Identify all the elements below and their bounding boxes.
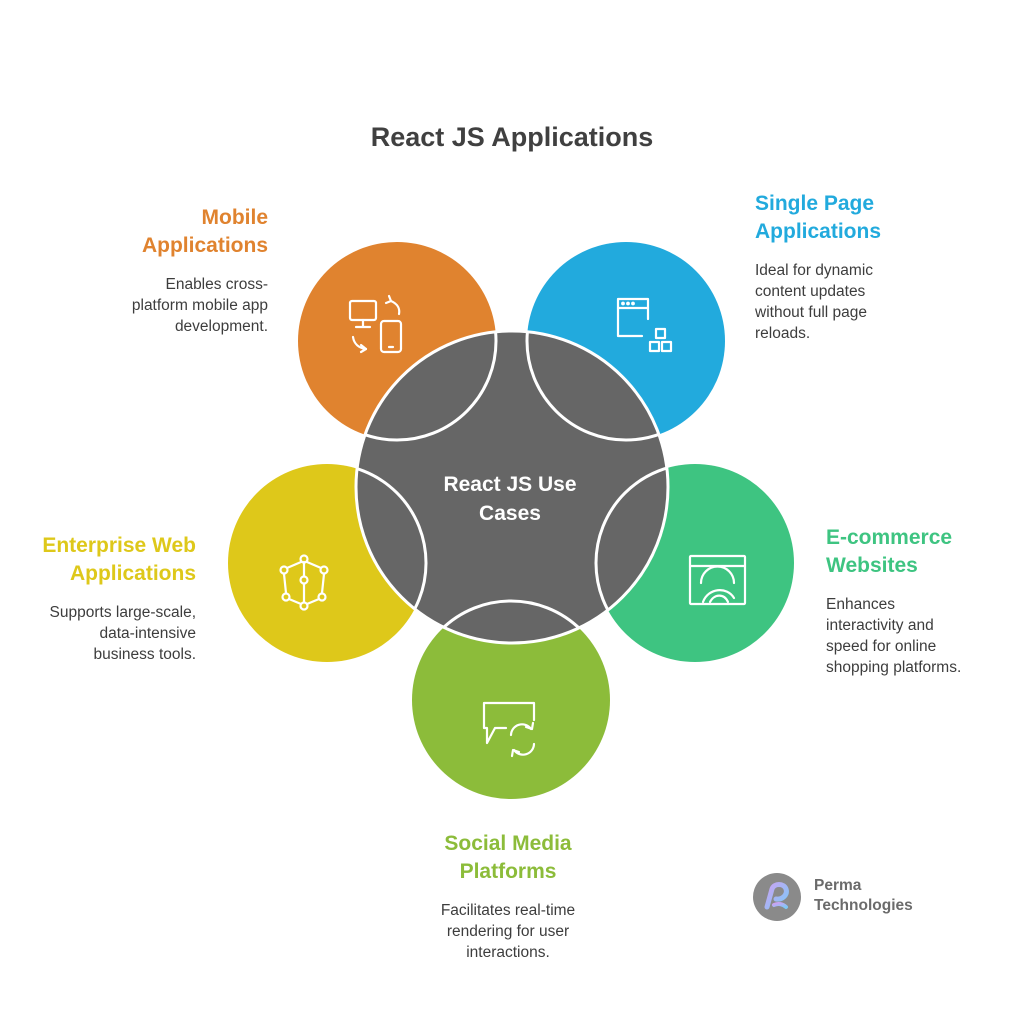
ecommerce-title-line1: E-commerce <box>826 526 953 549</box>
ecommerce-desc-line: interactivity and <box>826 617 934 634</box>
shopping-bag-icon <box>688 554 747 606</box>
logo-text-line1: Perma <box>814 877 862 894</box>
center-circle <box>354 329 670 645</box>
social-desc-line: interactions. <box>466 944 550 961</box>
spa-description: Ideal for dynamic content updates withou… <box>755 260 975 344</box>
enterprise-title-line1: Enterprise Web <box>42 534 196 557</box>
mobile-desc-line: Enables cross- <box>165 276 268 293</box>
spa-title-line1: Single Page <box>755 192 875 215</box>
spa-title-line2: Applications <box>755 220 882 243</box>
mobile-title: Mobile Applications <box>68 204 268 260</box>
social-title-line2: Platforms <box>459 860 557 883</box>
ecommerce-desc-line: shopping platforms. <box>826 659 962 676</box>
spa-desc-line: Ideal for dynamic <box>755 262 874 279</box>
spa-desc-line: reloads. <box>755 325 811 342</box>
spa-title: Single Page Applications <box>755 190 975 246</box>
ecommerce-desc-line: speed for online <box>826 638 937 655</box>
spa-desc-line: without full page <box>755 304 868 321</box>
social-description: Facilitates real-time rendering for user… <box>388 900 628 963</box>
social-title: Social Media Platforms <box>388 830 628 886</box>
enterprise-desc-line: business tools. <box>93 646 196 663</box>
mobile-title-line2: Applications <box>141 234 268 257</box>
enterprise-desc-line: Supports large-scale, <box>49 604 196 621</box>
logo-text: Perma Technologies <box>814 876 913 916</box>
center-label-line1: React JS Use <box>443 473 577 496</box>
center-label-line2: Cases <box>479 502 541 525</box>
perma-logo-icon <box>753 873 801 921</box>
network-nodes-icon <box>279 554 329 611</box>
perma-logo: Perma Technologies <box>752 872 952 924</box>
enterprise-desc-line: data-intensive <box>99 625 196 642</box>
mobile-desc-line: development. <box>174 318 268 335</box>
ecommerce-label: E-commerce Websites Enhances interactivi… <box>826 524 1016 678</box>
mobile-description: Enables cross- platform mobile app devel… <box>68 274 268 337</box>
social-label: Social Media Platforms Facilitates real-… <box>388 830 628 963</box>
social-desc-line: rendering for user <box>446 923 570 940</box>
mobile-label: Mobile Applications Enables cross- platf… <box>68 204 268 337</box>
spa-desc-line: content updates <box>755 283 866 300</box>
ecommerce-title: E-commerce Websites <box>826 524 1016 580</box>
social-circle <box>412 601 610 799</box>
mobile-title-line1: Mobile <box>201 206 269 229</box>
ecommerce-desc-line: Enhances <box>826 596 895 613</box>
social-desc-line: Facilitates real-time <box>440 902 576 919</box>
overlap-arcs <box>356 331 668 643</box>
social-title-line1: Social Media <box>444 832 572 855</box>
logo-text-line2: Technologies <box>814 897 913 914</box>
center-label: React JS Use Cases <box>400 470 620 528</box>
spa-label: Single Page Applications Ideal for dynam… <box>755 190 975 344</box>
ecommerce-description: Enhances interactivity and speed for onl… <box>826 594 1016 678</box>
enterprise-description: Supports large-scale, data-intensive bus… <box>16 602 196 665</box>
chat-refresh-icon <box>482 701 536 758</box>
enterprise-title-line2: Applications <box>69 562 196 585</box>
mobile-desc-line: platform mobile app <box>131 297 268 314</box>
ecommerce-title-line2: Websites <box>826 554 918 577</box>
enterprise-title: Enterprise Web Applications <box>16 532 196 588</box>
device-sync-icon <box>348 294 403 354</box>
enterprise-label: Enterprise Web Applications Supports lar… <box>16 532 196 665</box>
browser-window-icon <box>616 297 673 353</box>
page-title: React JS Applications <box>370 122 654 152</box>
